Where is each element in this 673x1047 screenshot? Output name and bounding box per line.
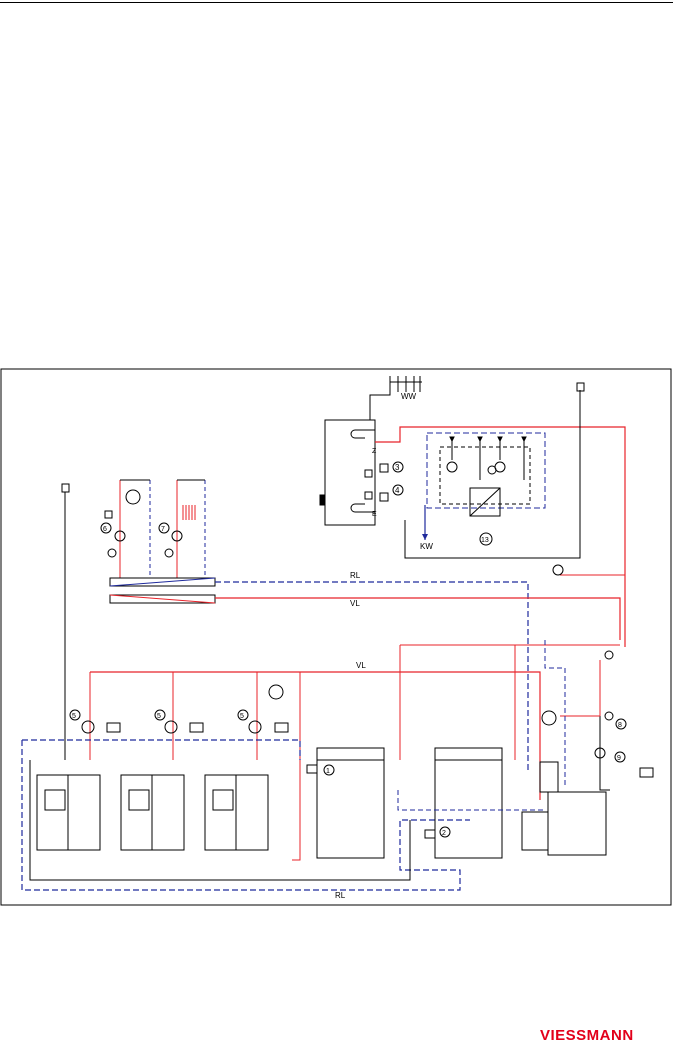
kw-arrow bbox=[422, 534, 428, 540]
diagram-frame bbox=[0, 368, 672, 906]
vl-mid-label: VL bbox=[356, 661, 366, 670]
vl-mid-pipe bbox=[90, 671, 541, 800]
callout-13: 13 bbox=[479, 532, 493, 546]
dhw-cylinder bbox=[319, 419, 376, 526]
kw-label: KW bbox=[420, 542, 433, 551]
consumer-7 bbox=[164, 479, 206, 578]
svg-text:4: 4 bbox=[395, 486, 400, 495]
header-vl bbox=[109, 594, 216, 604]
buffer-tank-2 bbox=[424, 747, 503, 859]
e-label: E bbox=[372, 511, 377, 518]
boiler-2 bbox=[120, 774, 185, 851]
svg-text:2: 2 bbox=[442, 830, 446, 837]
right-controls bbox=[541, 650, 654, 791]
vent-right bbox=[576, 382, 585, 392]
svg-text:5: 5 bbox=[72, 713, 76, 720]
svg-text:8: 8 bbox=[618, 722, 622, 729]
callout-9: 9 bbox=[614, 751, 626, 763]
callout-5c: 5 bbox=[237, 709, 249, 721]
vent-left bbox=[61, 483, 70, 493]
svg-text:1: 1 bbox=[326, 768, 330, 775]
header-rule bbox=[0, 2, 673, 3]
vl-top-label: VL bbox=[350, 599, 360, 608]
callout-5b: 5 bbox=[154, 709, 166, 721]
svg-text:6: 6 bbox=[103, 526, 107, 533]
boiler-1 bbox=[36, 774, 101, 851]
callout-2: 2 bbox=[439, 826, 451, 838]
rl-top-label: RL bbox=[350, 571, 361, 580]
svg-text:9: 9 bbox=[617, 755, 621, 762]
boiler-return-loop bbox=[21, 739, 470, 891]
svg-text:5: 5 bbox=[157, 713, 161, 720]
rl-bottom-label: RL bbox=[335, 891, 346, 900]
dhw-flow-red bbox=[375, 426, 626, 647]
callout-6: 6 bbox=[100, 522, 112, 534]
callout-3: 3 bbox=[379, 461, 404, 473]
callout-7: 7 bbox=[158, 522, 170, 534]
boiler-pumps bbox=[81, 672, 289, 760]
dhw-module bbox=[426, 432, 546, 517]
callout-8: 8 bbox=[615, 718, 627, 730]
vl-top-pipe bbox=[215, 597, 621, 640]
buffer-tank-1 bbox=[306, 747, 385, 859]
svg-text:7: 7 bbox=[161, 526, 165, 533]
callout-1: 1 bbox=[323, 764, 335, 776]
boiler-3 bbox=[204, 774, 269, 851]
ww-outlet bbox=[369, 376, 422, 420]
svg-text:5: 5 bbox=[240, 713, 244, 720]
z-label: Z bbox=[372, 448, 377, 455]
viessmann-logo: VIESSMANN bbox=[540, 1027, 634, 1044]
consumer-6 bbox=[104, 479, 151, 578]
callout-4: 4 bbox=[379, 484, 404, 502]
ww-label: WW bbox=[401, 392, 417, 401]
callout-5a: 5 bbox=[69, 709, 81, 721]
dhw-module-return bbox=[404, 430, 581, 559]
svg-text:13: 13 bbox=[481, 537, 489, 544]
solid-fuel-boiler bbox=[521, 761, 607, 856]
svg-text:3: 3 bbox=[395, 463, 400, 472]
rl-top-pipe bbox=[215, 581, 529, 770]
